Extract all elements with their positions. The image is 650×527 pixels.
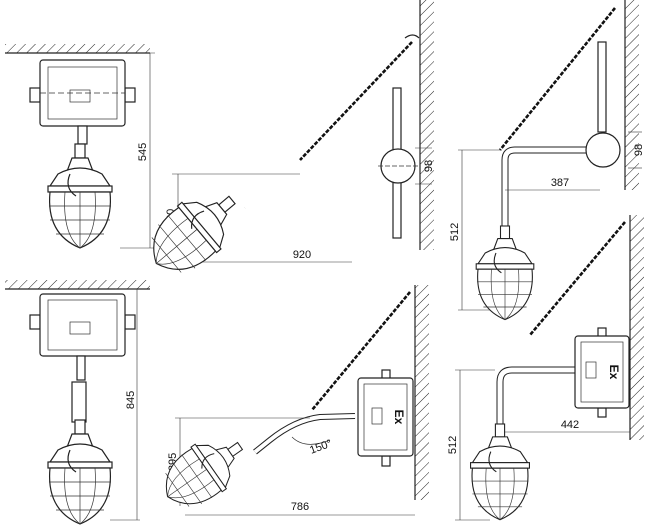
dim-offset: 98 [423,160,435,172]
angle-arc [291,436,331,445]
explosion-proof-lamp [151,195,236,273]
explosion-proof-lamp [165,441,244,507]
mount-pipe [597,41,607,133]
explosion-proof-lamp [47,419,113,525]
junction-box [574,335,630,409]
dim-height: 512 [449,223,461,241]
dim-reach: 786 [291,501,309,513]
ceiling-hatch [5,280,150,289]
dim-offset: 98 [633,144,645,156]
support-chain [498,7,617,151]
support-chain [310,291,412,411]
dim-angle: 150° [308,438,333,457]
junction-box [39,293,126,357]
view-ceiling-short: 545 [5,44,155,249]
wall-hook [404,34,420,39]
explosion-proof-lamp [475,225,535,321]
dim-height: 845 [125,391,137,409]
nameplate [371,407,383,425]
support-chain [299,41,413,161]
pipe [76,355,86,381]
stem [77,125,88,145]
dim-reach: 387 [551,177,569,189]
nameplate [585,361,597,379]
gland-right [124,314,136,330]
ex-label: Ex [392,410,406,425]
gland-left [29,87,41,103]
wall-hatch [630,215,644,440]
view-wall-junction-vertical: 98 387 512 [449,0,645,311]
explosion-proof-lamp [470,423,530,521]
explosion-proof-lamp [47,143,113,249]
support-chain [529,221,626,336]
view-wall-box-vertical: Ex 442 512 [447,215,644,521]
gland-right [124,87,136,103]
wall-hatch [420,0,434,250]
dim-height: 545 [137,143,149,161]
nameplate [69,321,91,335]
view-ceiling-long: 845 [5,280,150,521]
dim-height: 512 [447,436,459,454]
ceiling-hatch [5,44,150,53]
wall-hatch [625,0,639,190]
ex-label: Ex [607,365,621,380]
pipe-lower [71,381,87,423]
wall-hatch [415,285,429,500]
gland-left [29,314,41,330]
junction-box [357,377,414,457]
view-wall-junction-angled: 98 330 920 [165,0,435,263]
dim-reach: 920 [293,249,311,261]
dim-reach: 442 [561,419,579,431]
nameplate [69,89,91,103]
junction-circle [585,132,621,168]
